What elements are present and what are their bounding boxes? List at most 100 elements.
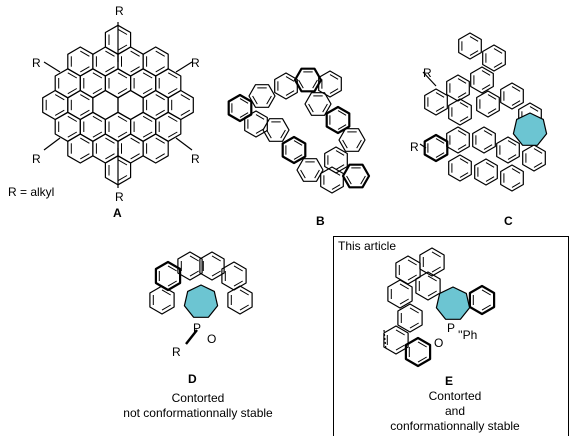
ring-b-3-double-bond-1 [285,90,295,96]
molecule-d-phosphepine [149,251,253,345]
ring-c-11-double-bond-3 [483,130,493,136]
ring-b-13-double-bond-3 [293,140,303,146]
ring-c-2-double-bond-3 [493,48,503,54]
ring-d-left-1 [149,285,175,315]
ring-b-12-double-bond-1 [314,169,320,179]
ring-e-helix-4-double-bond-1 [395,344,405,351]
ring-a-5-double-bond-3 [155,50,165,57]
ring-b-2 [248,84,276,108]
substituent-r-c1: R [423,66,432,80]
ring-c-1 [458,32,482,60]
ring-a-20-double-bond-1 [142,131,153,138]
ring-c-5-double-bond-1 [435,106,445,112]
ring-c-6 [448,98,472,126]
ring-c-1-double-bond-1 [469,50,479,56]
ring-d-left-1-double-bond-1 [161,304,171,311]
ring-e-top-2-double-bond-3 [427,275,437,282]
ring-b-8 [338,128,366,152]
ring-a-26-double-bond-3 [117,159,128,166]
ring-b-4 [293,67,323,93]
ring-c-15 [474,158,498,186]
ring-d-right-1 [227,285,253,315]
ring-b-8-double-bond-2 [342,139,348,149]
ring-a-25 [142,133,169,164]
ring-c-15-double-bond-3 [485,162,495,168]
ring-e-helix-2 [387,279,413,309]
caption-d-line1: Contorted [171,391,225,405]
molecule-c-contorted-nanographene [419,32,548,192]
ring-b-1 [227,93,253,123]
ring-c-5 [424,88,448,116]
ring-a-22-double-bond-1 [80,153,90,160]
ring-a-2-double-bond-3 [80,50,90,57]
ring-a-8-double-bond-3 [117,72,128,79]
ring-a-16-double-bond-3 [180,94,191,101]
heptagon-c [512,112,548,146]
ring-b-6-double-bond-1 [322,103,328,113]
ring-c-17-double-bond-1 [533,162,543,168]
bond-c-r-2 [419,143,427,149]
substituent-r-d: R [172,345,181,359]
ring-a-3-double-bond-1 [105,66,115,73]
ring-c-12-double-bond-1 [457,144,467,150]
ring-b-14 [262,118,290,142]
compound-label-e: E [445,374,454,388]
ring-d-left-3-double-bond-1 [189,270,199,277]
ring-c-16 [500,164,524,192]
ring-e-top-1 [419,247,445,277]
ring-d-right-1-double-bond-1 [239,304,249,311]
ring-b-1-double-bond-3 [239,98,249,104]
ring-e-helix-3-double-bond-1 [409,322,419,329]
ring-a-15-double-bond-1 [155,109,165,116]
ring-a-2-double-bond-1 [80,66,90,73]
ring-d-right-3-double-bond-3 [211,255,221,262]
ring-d-left-3 [177,251,203,281]
ring-e-helix-2-double-bond-1 [399,298,409,305]
ring-b-5-double-bond-1 [329,88,339,94]
bond-d-p-r [185,329,198,345]
caption-d-line2: not conformationnally stable [123,406,273,420]
ring-b-1-double-bond-1 [239,112,249,118]
ring-b-7 [325,105,351,135]
ring-a-21-double-bond-3 [167,115,178,122]
ring-c-13-double-bond-1 [435,152,445,158]
substituent-r-a2: R [32,56,41,70]
ring-a-5-double-bond-1 [155,66,165,73]
ring-a-16-double-bond-1 [180,109,191,116]
ring-d-right-3-double-bond-1 [211,270,221,277]
ring-a-24-double-bond-3 [130,137,140,144]
ring-a-19-double-bond-3 [117,115,128,122]
ring-c-14-double-bond-3 [459,158,469,164]
ring-c-12 [446,126,470,154]
ring-c-3 [470,66,494,94]
ring-b-12-double-bond-2 [300,169,306,179]
ring-d-left-3-double-bond-3 [189,255,199,262]
ring-a-11-double-bond-3 [54,94,65,101]
ring-c-13 [423,133,449,163]
ring-e-helix-5-double-bond-1 [417,356,427,363]
ring-e-helix-2-double-bond-3 [399,283,409,290]
ring-e-helix-4-double-bond-3 [395,329,405,336]
ring-c-5-double-bond-3 [435,92,445,98]
ring-b-9-double-bond-1 [335,164,345,170]
ring-d-right-1-double-bond-3 [239,289,249,296]
ring-e-benzo-double-bond-1 [481,304,491,311]
ring-b-6-double-bond-2 [308,103,314,113]
ring-b-12 [296,158,324,182]
ring-c-6-double-bond-1 [459,116,469,122]
ring-a-9-double-bond-3 [142,72,153,79]
bond-a-r-3 [175,61,193,73]
bond-e-dashed [383,329,387,351]
ring-b-11-double-bond-1 [331,184,341,190]
ring-a-9-double-bond-1 [142,88,153,95]
ring-a-23-double-bond-1 [105,153,115,160]
ring-c-12-double-bond-3 [457,130,467,136]
ring-e-helix-5 [404,336,432,368]
phenyl-group-e: ''Ph [458,328,478,342]
ring-a-12-double-bond-3 [80,94,90,101]
ring-d-left-2 [154,260,182,292]
bond-a-r-4 [43,137,61,151]
ring-c-4-double-bond-1 [457,92,467,98]
ring-e-helix-3-double-bond-3 [409,307,419,314]
this-article-frame [333,236,569,436]
